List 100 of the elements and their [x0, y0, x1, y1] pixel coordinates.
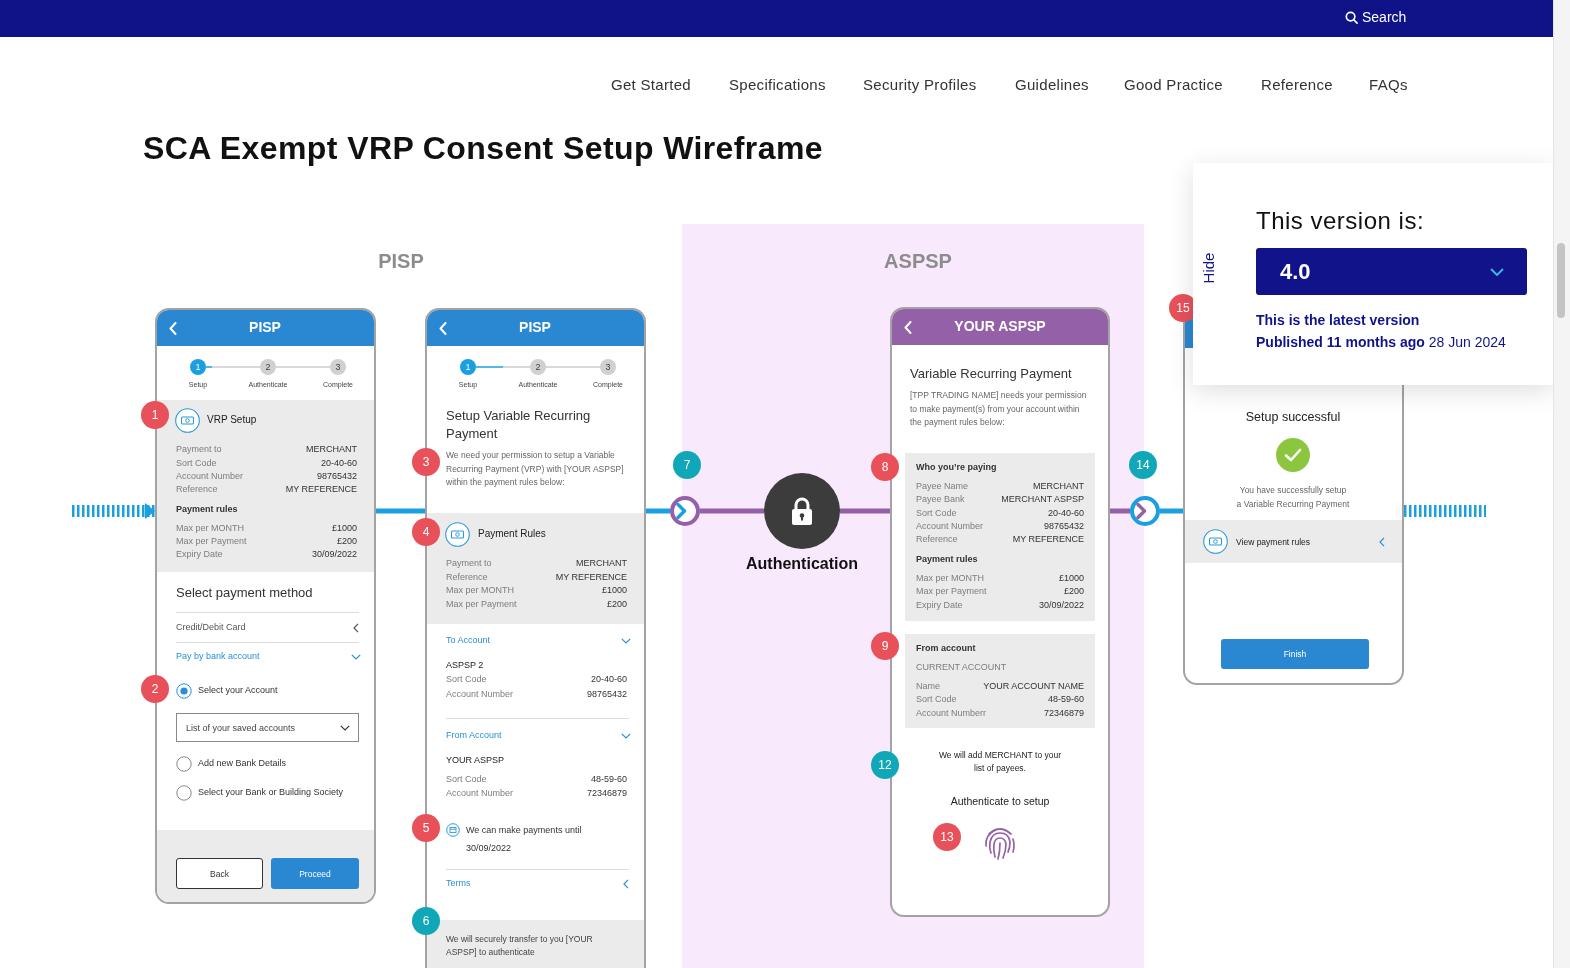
- nav-link: Reference: [1261, 75, 1333, 93]
- step-dot: 2: [530, 359, 546, 375]
- field-label: Sort Code: [446, 774, 487, 786]
- field-label: Max per Payment: [176, 536, 247, 548]
- instruction-text: Authenticate to setup: [950, 795, 1050, 809]
- field-value: 72346879: [1043, 708, 1084, 720]
- field-label: Max per MONTH: [446, 585, 514, 597]
- field-label: Payment to: [446, 558, 492, 570]
- status-heading: Setup successful: [1245, 410, 1341, 426]
- accordion-header: Pay by bank account: [176, 651, 260, 663]
- screen-heading: Variable Recurring Payment: [910, 365, 1072, 383]
- connector-line: [545, 366, 601, 368]
- field-value: 98765432: [316, 471, 357, 483]
- callout-number: 4: [412, 518, 440, 546]
- body-text: We need your permission to setup a Variable Recurring Payment (VRP) with [YOUR ASPSP] within the payment rules below:: [446, 448, 625, 489]
- field-label: Max per Payment: [916, 586, 987, 598]
- field-value: 20-40-60: [590, 674, 627, 686]
- option-label: Add new Bank Details: [198, 758, 287, 770]
- subheading: Payment rules: [916, 554, 978, 566]
- body-text: We will add MERCHANT to your list of payees.: [938, 749, 1062, 775]
- status-text: This is the latest version: [1256, 312, 1420, 328]
- field-label: Payee Name: [916, 481, 969, 493]
- nav-link: Get Started: [611, 75, 691, 93]
- field-value: £1000: [1058, 573, 1084, 585]
- header-title: PISP: [249, 319, 281, 337]
- dotted-arrow: [72, 503, 155, 519]
- field-value: 48-59-60: [590, 774, 627, 786]
- nav-link: FAQs: [1369, 75, 1408, 93]
- dotted-line: [1404, 505, 1486, 517]
- search-link: Search: [1345, 9, 1407, 25]
- primary-button: Proceed: [271, 858, 359, 889]
- header-bar: [427, 310, 644, 346]
- field-label: Name: [916, 681, 940, 693]
- field-label: Account Number: [916, 521, 984, 533]
- callout-number: 6: [412, 907, 440, 935]
- body-text: You have successfully setup a Variable Recurring Payment: [1235, 483, 1351, 511]
- dropdown-field: List of your saved accounts: [176, 713, 359, 742]
- field-label: Reference: [446, 572, 488, 584]
- field-label: Account Number: [446, 689, 514, 701]
- connector-line: [376, 508, 425, 514]
- info-banner: [427, 920, 644, 968]
- field-label: CURRENT ACCOUNT: [916, 662, 1007, 674]
- option-label: Select your Bank or Building Society: [198, 787, 344, 799]
- accordion-header: Terms: [446, 878, 471, 890]
- field-label: Reference: [176, 484, 218, 496]
- field-label: Account Numberr: [916, 708, 987, 720]
- step-dot: 3: [330, 359, 346, 375]
- field-value: MERCHANT ASPSP: [1001, 494, 1084, 506]
- field-label: Account Number: [176, 471, 244, 483]
- subheading: From account: [916, 643, 976, 655]
- field-label: Expiry Date: [916, 600, 963, 612]
- accordion-header: To Account: [446, 635, 491, 647]
- node-caption: Authentication: [746, 554, 858, 574]
- summary-card: [427, 513, 644, 624]
- field-value: 30/09/2022: [311, 549, 357, 561]
- field-label: Reference: [916, 534, 958, 546]
- field-value: £200: [336, 536, 357, 548]
- version-dropdown: 4.0: [1256, 248, 1527, 295]
- step-dot: 1: [460, 359, 476, 375]
- header-bar: [157, 310, 374, 346]
- arrow: [1110, 502, 1147, 520]
- card-title: VRP Setup: [207, 413, 257, 427]
- field-value: £1000: [601, 585, 627, 597]
- option-label: Select your Account: [198, 685, 278, 697]
- callout-number: 2: [141, 675, 169, 703]
- field-label: Max per Payment: [446, 599, 517, 611]
- field-value: 20-40-60: [320, 458, 357, 470]
- row-label: View payment rules: [1236, 536, 1311, 547]
- list-row: [1185, 520, 1402, 563]
- step-dot: 1: [190, 359, 206, 375]
- account-name: YOUR ASPSP: [446, 755, 505, 767]
- field-label: Sort Code: [916, 694, 957, 706]
- connector-line: [475, 366, 531, 368]
- callout-number: 5: [412, 814, 440, 842]
- field-value: £1000: [331, 523, 357, 535]
- subheading: Who you’re paying: [916, 462, 997, 474]
- region-heading: PISP: [378, 248, 424, 274]
- nav-link: Security Profiles: [863, 75, 977, 93]
- connector-line: [700, 508, 764, 514]
- connector-line: [1160, 508, 1183, 514]
- field-value: MY REFERENCE: [285, 484, 357, 496]
- nav-link: Good Practice: [1124, 75, 1223, 93]
- field-value: YOUR ACCOUNT NAME: [983, 681, 1084, 693]
- accordion-header: From Account: [446, 730, 502, 742]
- subheading: Payment rules: [176, 504, 238, 516]
- step-dot: 2: [260, 359, 276, 375]
- connector-line: [205, 366, 261, 368]
- field-label: Max per MONTH: [176, 523, 244, 535]
- field-value: MERCHANT: [576, 558, 627, 570]
- panel-heading: This version is:: [1256, 207, 1425, 235]
- publish-date-text: Published 11 months ago 28 Jun 2024: [1256, 334, 1506, 350]
- nav-link: Specifications: [729, 75, 826, 93]
- field-value: 20-40-60: [1047, 508, 1084, 520]
- body-text: We will securely transfer to you [YOUR ASPSP] to authenticate: [446, 933, 594, 959]
- hide-label: Hide: [1199, 252, 1217, 284]
- screen-heading: Setup Variable Recurring Payment: [446, 407, 592, 443]
- callout-number: 1: [141, 401, 169, 429]
- field-value: 98765432: [1043, 521, 1084, 533]
- header-bar: [892, 309, 1108, 345]
- field-label: Account Number: [446, 788, 514, 800]
